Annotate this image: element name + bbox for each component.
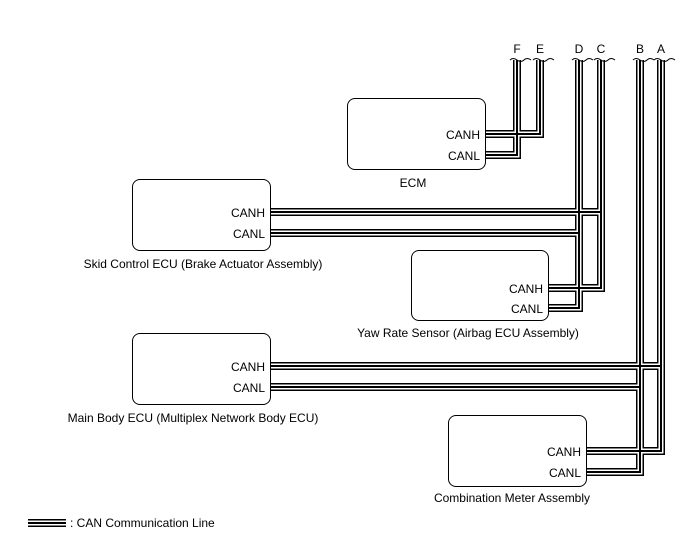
canl-label: CANL bbox=[548, 466, 581, 480]
main-body-ecu-label: Main Body ECU (Multiplex Network Body EC… bbox=[67, 411, 319, 425]
canl-label: CANL bbox=[232, 381, 265, 395]
legend-label: : CAN Communication Line bbox=[70, 516, 215, 530]
ecm-label: ECM bbox=[399, 176, 427, 190]
terminal-b: B bbox=[635, 42, 645, 56]
terminal-f: F bbox=[513, 42, 521, 56]
break-marks bbox=[509, 58, 676, 62]
terminal-d: D bbox=[574, 42, 584, 56]
canl-label: CANL bbox=[447, 149, 480, 163]
skid-control-ecu-box: CANH CANL bbox=[132, 179, 271, 251]
canh-label: CANH bbox=[445, 128, 480, 142]
canh-label: CANH bbox=[508, 282, 543, 296]
canh-label: CANH bbox=[230, 206, 265, 220]
combination-meter-box: CANH CANL bbox=[448, 415, 587, 487]
canl-label: CANL bbox=[232, 227, 265, 241]
skid-control-ecu-label: Skid Control ECU (Brake Actuator Assembl… bbox=[83, 257, 323, 271]
canh-label: CANH bbox=[546, 445, 581, 459]
main-body-ecu-box: CANH CANL bbox=[132, 333, 271, 405]
combination-meter-label: Combination Meter Assembly bbox=[433, 491, 591, 505]
terminal-c: C bbox=[596, 42, 606, 56]
terminal-e: E bbox=[535, 42, 545, 56]
yaw-rate-sensor-box: CANH CANL bbox=[411, 250, 549, 321]
ecm-box: CANH CANL bbox=[347, 98, 486, 170]
yaw-rate-sensor-label: Yaw Rate Sensor (Airbag ECU Assembly) bbox=[357, 326, 579, 340]
canh-label: CANH bbox=[230, 360, 265, 374]
canl-label: CANL bbox=[510, 302, 543, 316]
terminal-a: A bbox=[656, 42, 666, 56]
